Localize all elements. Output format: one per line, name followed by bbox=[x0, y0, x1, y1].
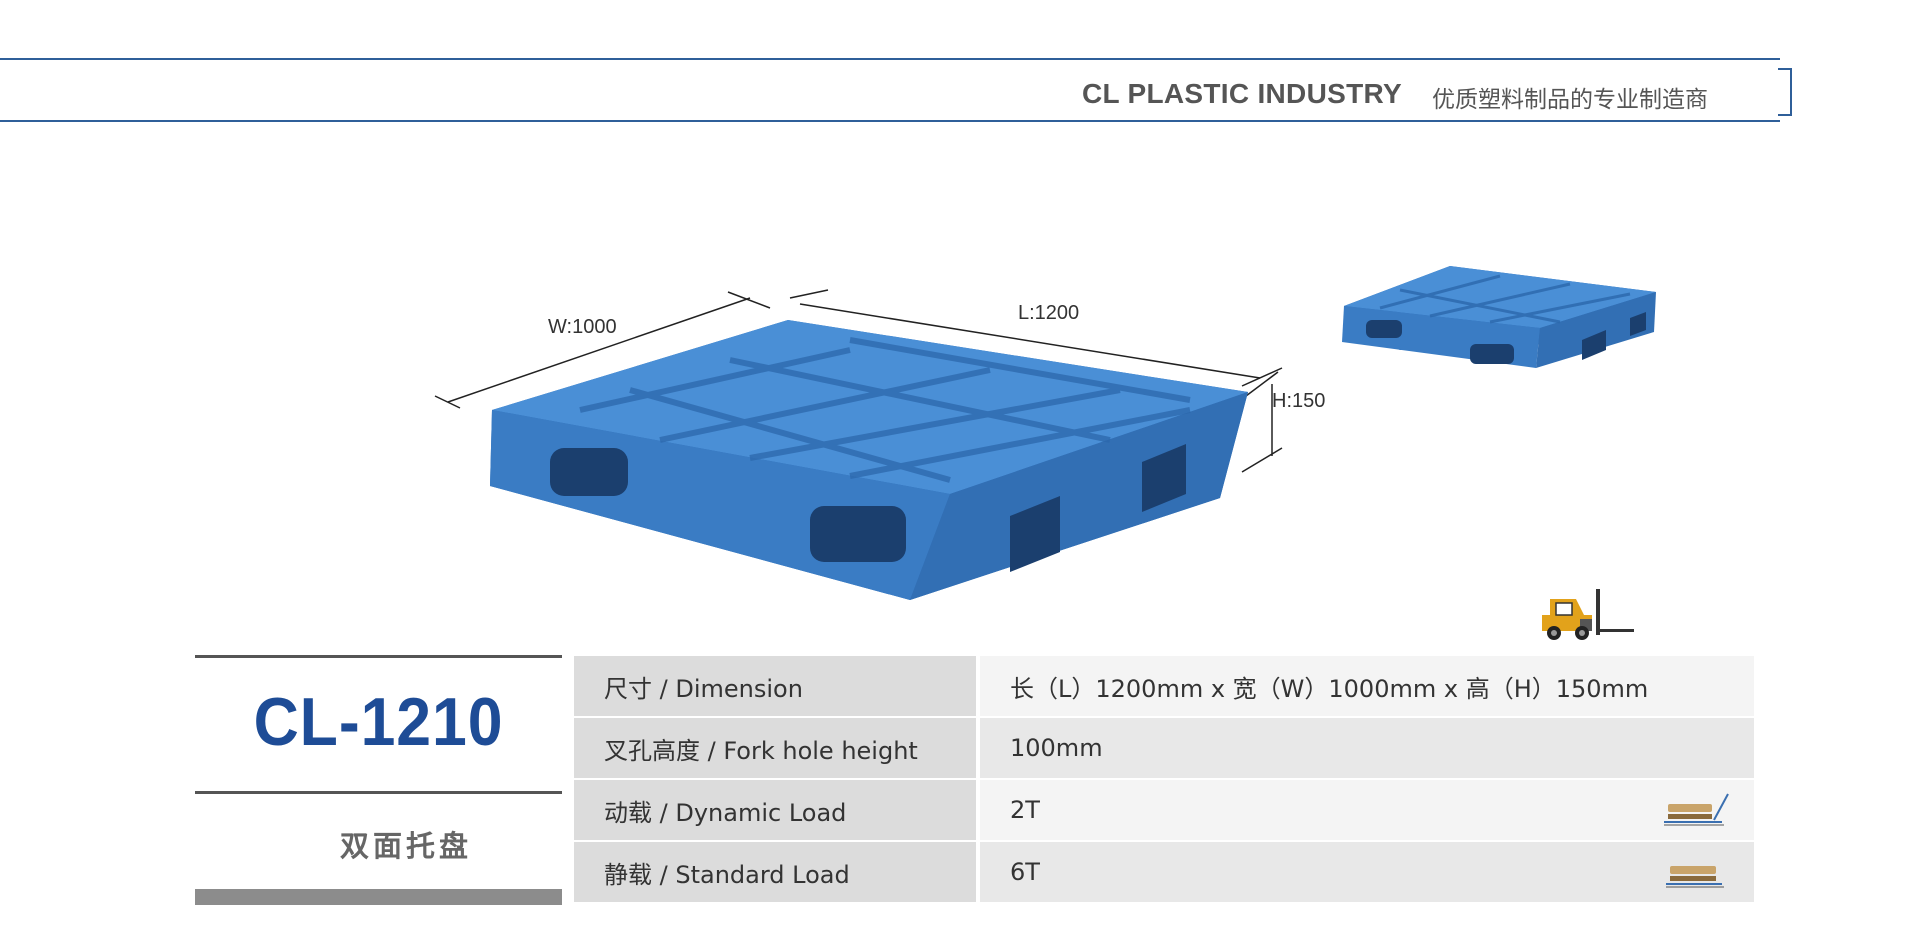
length-dimension-label: L:1200 bbox=[1018, 302, 1080, 324]
spec-value-text: 2T bbox=[1010, 796, 1040, 824]
model-bar bbox=[195, 889, 562, 905]
spec-value-text: 6T bbox=[1010, 858, 1040, 886]
spec-row-dynamic-load: 动载 / Dynamic Load 2T bbox=[574, 780, 1754, 840]
pallet-illustration bbox=[434, 289, 1283, 600]
dynamic-load-icon bbox=[1664, 793, 1729, 826]
spec-value-text: 长（L）1200mm x 宽（W）1000mm x 高（H）150mm bbox=[1010, 674, 1649, 703]
spec-value: 2T bbox=[980, 780, 1754, 840]
brand-name: CL PLASTIC INDUSTRY bbox=[1082, 78, 1402, 109]
height-dimension-label: H:150 bbox=[1272, 390, 1326, 412]
width-dimension-label: W:1000 bbox=[548, 316, 617, 338]
spec-value: 6T bbox=[980, 842, 1754, 902]
spec-row-dimension: 尺寸 / Dimension 长（L）1200mm x 宽（W）1000mm x… bbox=[574, 656, 1754, 716]
spec-label: 尺寸 / Dimension bbox=[574, 656, 976, 716]
spec-value: 长（L）1200mm x 宽（W）1000mm x 高（H）150mm bbox=[980, 656, 1754, 716]
spec-label: 静载 / Standard Load bbox=[574, 842, 976, 902]
model-type: 双面托盘 bbox=[340, 829, 473, 863]
model-code: CL-1210 bbox=[253, 684, 504, 760]
model-panel: CL-1210 双面托盘 bbox=[195, 655, 562, 905]
spec-row-fork-hole-height: 叉孔高度 / Fork hole height 100mm bbox=[574, 718, 1754, 778]
forklift-icon bbox=[1542, 589, 1634, 640]
header-band bbox=[0, 58, 1780, 122]
model-rule-top bbox=[195, 655, 562, 658]
spec-value-text: 100mm bbox=[1010, 734, 1103, 762]
model-rule-middle bbox=[195, 791, 562, 794]
static-load-icon bbox=[1666, 866, 1724, 888]
spec-label: 叉孔高度 / Fork hole height bbox=[574, 718, 976, 778]
spec-table: 尺寸 / Dimension 长（L）1200mm x 宽（W）1000mm x… bbox=[574, 656, 1754, 904]
pallet-thumbnail bbox=[1342, 266, 1656, 368]
header-bracket bbox=[1778, 68, 1792, 116]
dimension-lines bbox=[434, 289, 1283, 473]
spec-row-standard-load: 静载 / Standard Load 6T bbox=[574, 842, 1754, 902]
spec-value: 100mm bbox=[980, 718, 1754, 778]
spec-label: 动载 / Dynamic Load bbox=[574, 780, 976, 840]
brand-tagline: 优质塑料制品的专业制造商 bbox=[1432, 87, 1708, 113]
